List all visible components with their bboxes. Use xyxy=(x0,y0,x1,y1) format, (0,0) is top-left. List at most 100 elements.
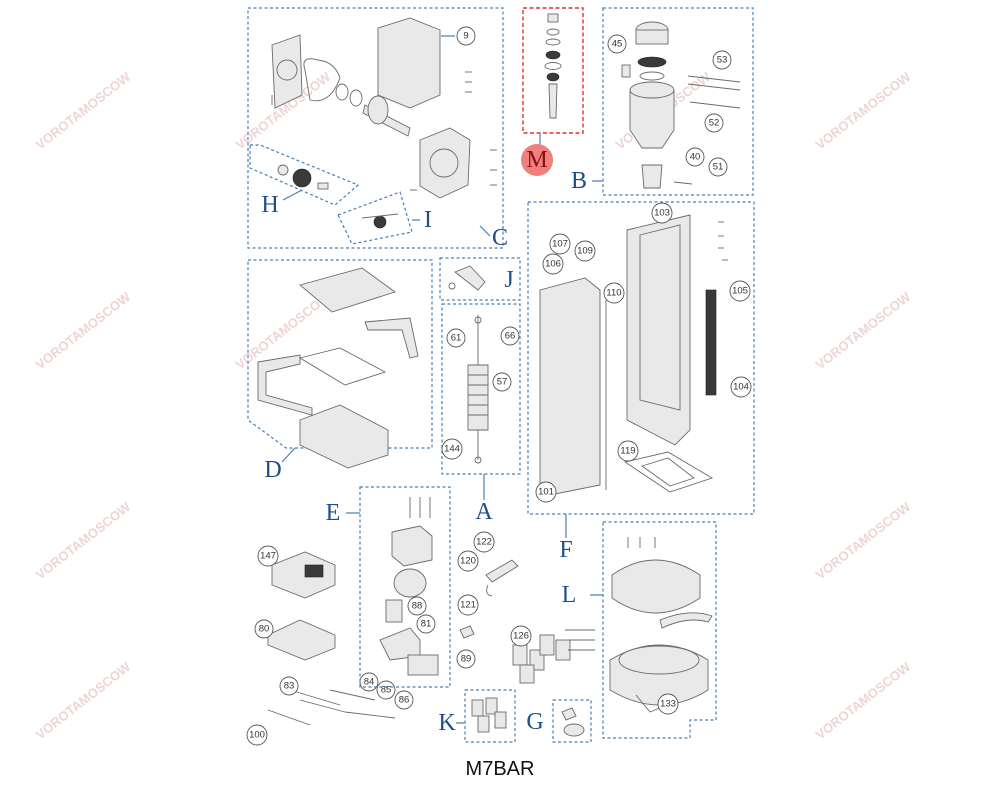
part-callout-120: 120 xyxy=(457,550,479,572)
group-d: D xyxy=(247,259,433,483)
group-g-border xyxy=(552,699,592,743)
gearbox-cover-plate xyxy=(271,34,303,109)
cabinet-body xyxy=(626,214,691,446)
part-number: 119 xyxy=(620,446,635,457)
model-label: M7BAR xyxy=(465,758,535,780)
group-f-border xyxy=(527,201,755,515)
part-callout-88: 88 xyxy=(407,596,427,616)
part-callout-80: 80 xyxy=(254,619,274,639)
group-letter-g: G xyxy=(526,709,543,735)
part-number: 88 xyxy=(412,601,423,612)
group-letter-a: A xyxy=(475,499,493,525)
part-number: 126 xyxy=(513,631,529,642)
capacitor xyxy=(393,568,427,598)
group-a: 61 66 57 144 A xyxy=(441,303,521,525)
watermark-text: VOROTAMOSCOW xyxy=(813,499,914,583)
side-gasket xyxy=(364,317,419,359)
terminal-block xyxy=(379,627,421,661)
watermark-text: VOROTAMOSCOW xyxy=(33,659,134,743)
part-number: 84 xyxy=(364,677,375,688)
part-number: 144 xyxy=(444,444,460,455)
part-number: 86 xyxy=(399,695,410,706)
group-c: 9 H I C xyxy=(247,7,508,251)
part-number: 57 xyxy=(497,377,508,388)
part-callout-107: 107 xyxy=(549,233,571,255)
part-number: 52 xyxy=(709,118,720,129)
group-j-border xyxy=(439,257,521,301)
part-callout-119: 119 xyxy=(617,440,639,462)
motor-bracket xyxy=(377,17,441,109)
part-callout-144: 144 xyxy=(441,438,463,460)
brush-strip xyxy=(705,289,717,396)
part-number: 61 xyxy=(451,333,462,344)
gasket xyxy=(303,58,341,102)
control-board xyxy=(271,551,336,599)
part-number: 101 xyxy=(538,487,554,498)
group-i-border xyxy=(337,191,413,245)
group-b-border xyxy=(602,7,754,196)
part-number: 133 xyxy=(660,699,676,710)
lamp-base xyxy=(609,644,709,706)
part-callout-126: 126 xyxy=(510,625,532,647)
group-letter-k: K xyxy=(438,710,456,736)
part-number: 107 xyxy=(552,239,568,250)
part-number: 53 xyxy=(717,55,728,66)
part-number: 40 xyxy=(690,152,701,163)
group-letter-d: D xyxy=(264,457,281,483)
base-cover xyxy=(299,404,389,469)
part-callout-104: 104 xyxy=(730,376,752,398)
part-callout-52: 52 xyxy=(704,113,724,133)
lever xyxy=(454,265,486,291)
part-callout-147: 147 xyxy=(257,545,279,567)
group-letter-f: F xyxy=(559,537,572,563)
gearbox-housing xyxy=(419,127,471,199)
key-cap xyxy=(459,625,475,639)
screw-set xyxy=(271,71,497,191)
part-callout-89: 89 xyxy=(456,649,476,669)
part-number: 85 xyxy=(381,685,392,696)
board-bracket xyxy=(267,619,336,661)
group-letter-e: E xyxy=(326,500,341,526)
group-c-border xyxy=(247,7,504,249)
part-number: 120 xyxy=(460,556,476,567)
top-lid xyxy=(299,267,396,313)
group-m-badge xyxy=(521,144,553,176)
lamp-lens xyxy=(659,612,713,629)
part-callout-103: 103 xyxy=(651,202,673,224)
group-letter-h: H xyxy=(261,192,278,218)
part-callout-51: 51 xyxy=(708,157,728,177)
group-letter-m: M xyxy=(526,147,547,173)
part-number: 81 xyxy=(421,619,432,630)
part-callout-101: 101 xyxy=(535,481,557,503)
part-number: 104 xyxy=(733,382,749,393)
part-callout-121: 121 xyxy=(457,594,479,616)
part-callout-81: 81 xyxy=(416,614,436,634)
group-letter-l: L xyxy=(562,582,577,608)
part-callout-83: 83 xyxy=(279,676,299,696)
part-number: 45 xyxy=(612,39,623,50)
group-b: 45 53 52 40 51 B xyxy=(571,7,754,196)
part-callout-100: 100 xyxy=(246,724,268,746)
group-letter-c: C xyxy=(492,225,508,251)
group-m-border xyxy=(522,7,584,134)
group-letter-b: B xyxy=(571,168,587,194)
worm-gear xyxy=(641,164,663,189)
loose-parts-middle: 122 120 121 89 126 xyxy=(456,531,595,684)
part-number: 106 xyxy=(545,259,561,270)
seal-frame xyxy=(298,347,387,386)
group-j: J xyxy=(439,257,521,301)
group-a-border xyxy=(441,303,521,475)
part-callout-66: 66 xyxy=(500,326,520,346)
front-gasket xyxy=(257,354,313,416)
transformer xyxy=(391,525,433,567)
base-plate-gasket xyxy=(623,451,714,493)
part-number: 89 xyxy=(461,654,472,665)
part-number: 109 xyxy=(577,246,593,257)
watermark-text: VOROTAMOSCOW xyxy=(33,69,134,153)
part-callout-85: 85 xyxy=(376,680,396,700)
group-l-border xyxy=(602,521,717,739)
sensor-bracket xyxy=(561,707,577,721)
part-number: 121 xyxy=(460,600,476,611)
part-callout-57: 57 xyxy=(492,372,512,392)
